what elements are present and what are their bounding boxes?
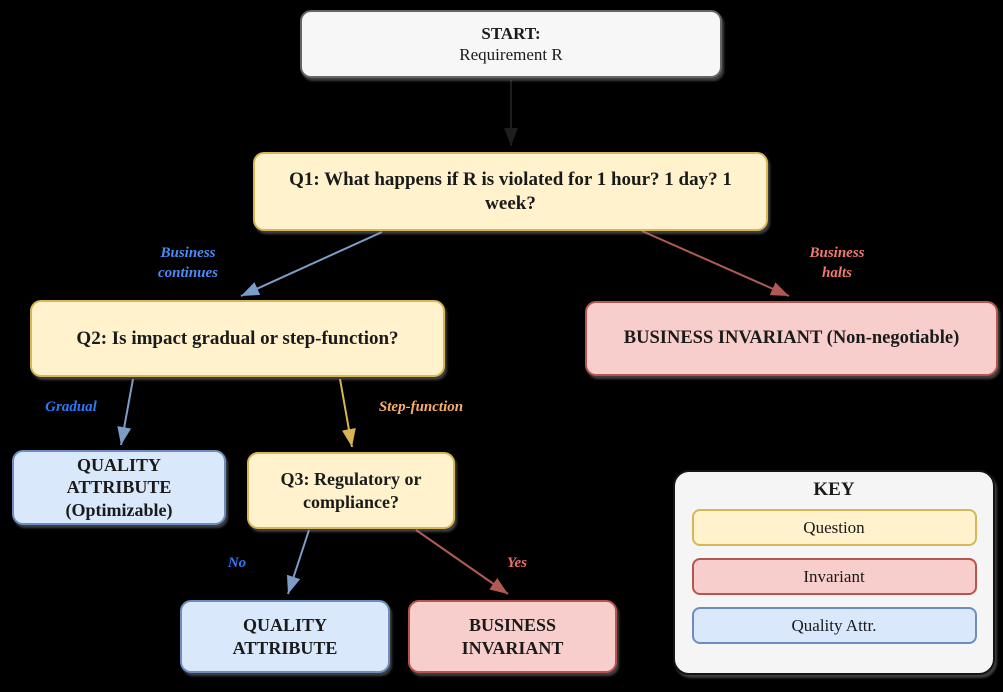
start-node-title: START: bbox=[481, 23, 541, 43]
legend-box: KEY Question Invariant Quality Attr. bbox=[673, 470, 995, 675]
legend-title: KEY bbox=[813, 479, 855, 500]
edge-q1-q2 bbox=[240, 231, 383, 297]
edge-label-yes: Yes bbox=[507, 554, 527, 571]
q2-node: Q2: Is impact gradual or step-function? bbox=[30, 300, 445, 377]
legend-item-question: Question bbox=[691, 509, 977, 546]
edge-label-business-halts: Business halts bbox=[809, 244, 865, 281]
quality-attribute-optimizable-node: QUALITY ATTRIBUTE (Optimizable) bbox=[12, 450, 226, 525]
q3-node-label: Q3: Regulatory or compliance? bbox=[280, 469, 422, 512]
q1-node-label: Q1: What happens if R is violated for 1 … bbox=[289, 168, 732, 214]
quality-attribute-label: QUALITY ATTRIBUTE bbox=[232, 615, 338, 658]
edge-label-gradual: Gradual bbox=[45, 398, 97, 415]
legend-item-invariant: Invariant bbox=[691, 558, 977, 595]
start-node-subtitle: Requirement R bbox=[459, 45, 563, 64]
start-node: START: Requirement R bbox=[300, 10, 722, 78]
edge-q3-invariant bbox=[415, 529, 509, 595]
business-invariant-main-label: BUSINESS INVARIANT (Non-negotiable) bbox=[623, 327, 960, 348]
edge-label-step-function: Step-function bbox=[378, 398, 464, 415]
quality-attribute-node: QUALITY ATTRIBUTE bbox=[180, 600, 390, 673]
business-invariant-small-node: BUSINESS INVARIANT bbox=[408, 600, 617, 673]
edge-q2-q3 bbox=[339, 378, 356, 448]
edge-label-business-continues: Business continues bbox=[157, 244, 219, 281]
legend-item-quality-attr: Quality Attr. bbox=[691, 607, 977, 644]
q3-node: Q3: Regulatory or compliance? bbox=[247, 452, 455, 529]
q2-node-label: Q2: Is impact gradual or step-function? bbox=[76, 327, 399, 349]
quality-attribute-optimizable-label: QUALITY ATTRIBUTE (Optimizable) bbox=[65, 454, 173, 520]
q1-node: Q1: What happens if R is violated for 1 … bbox=[253, 152, 768, 231]
business-invariant-main-node: BUSINESS INVARIANT (Non-negotiable) bbox=[585, 301, 998, 376]
business-invariant-small-label: BUSINESS INVARIANT bbox=[461, 615, 564, 658]
edge-q3-quality bbox=[286, 529, 310, 595]
edge-q1-invariant bbox=[641, 230, 790, 297]
edge-label-no: No bbox=[227, 554, 247, 571]
edge-q2-quality bbox=[117, 378, 134, 446]
